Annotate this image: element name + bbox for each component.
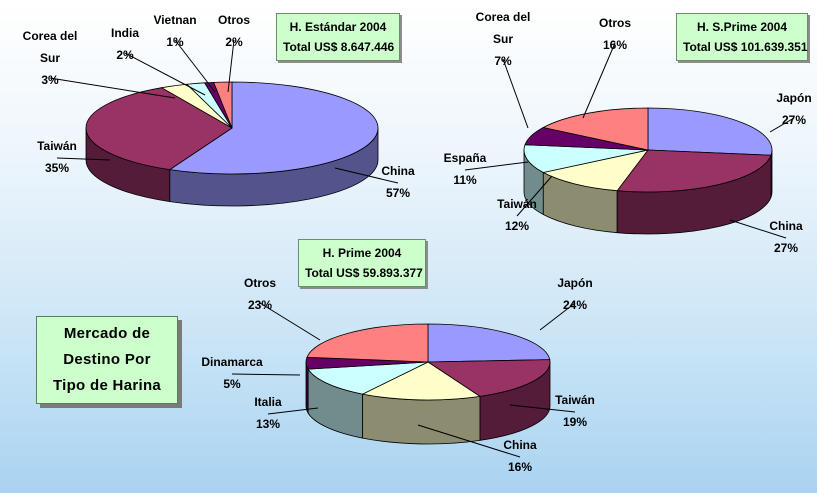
title-line-3: Tipo de Harina	[52, 377, 162, 394]
pie-2-leader-3	[516, 175, 553, 217]
pie-1-leader-6	[227, 39, 235, 93]
pie-3-side-3	[362, 393, 481, 445]
pie-2-slice-4	[523, 144, 649, 173]
pie-3-slice-3	[361, 361, 482, 401]
pie-3-box-title: H. Prime 2004	[322, 246, 402, 260]
pie-1-leader-4	[124, 52, 206, 96]
title-line-1: Mercado de	[63, 325, 151, 342]
pie-1-slice-2	[85, 87, 233, 171]
pie-3-slice-4	[307, 361, 429, 395]
pie-1-slice-1	[168, 81, 379, 175]
pie-2-leader-2	[729, 219, 787, 239]
pie-2-leader-1	[769, 117, 795, 133]
pie-1-box-total: Total US$ 8.647.446	[283, 40, 395, 54]
pie-1-leader-2	[56, 157, 111, 161]
pie-2-slice-2	[616, 149, 772, 193]
pie-1-slice-6	[213, 81, 233, 129]
pie-2-box-title: H. S.Prime 2004	[696, 20, 788, 34]
pie-2-slice-6	[542, 107, 649, 151]
title-line-2: Destino Por	[63, 351, 151, 368]
pie-3-leader-3	[417, 424, 521, 458]
pie-2-slice-3	[542, 149, 649, 192]
pie-3-slice-6	[306, 323, 429, 363]
pie-3-box-total: Total US$ 59.893.377	[305, 266, 423, 280]
pie-3-leader-2	[509, 404, 576, 413]
pie-3-leader-4	[267, 407, 319, 415]
pie-1-leader-3	[49, 77, 176, 99]
pie-3-total-box: H. Prime 2004 Total US$ 59.893.377	[298, 239, 426, 287]
pie-1-leader-1	[334, 167, 399, 184]
pie-3-leader-6	[259, 302, 321, 341]
pie-3-slice-1	[427, 323, 551, 363]
pie-1-total-box: H. Estándar 2004 Total US$ 8.647.446	[276, 13, 400, 61]
pie-2-leader-4	[464, 161, 529, 171]
pie-3-leader-5	[231, 373, 301, 376]
pie-1-box-title: H. Estándar 2004	[289, 20, 387, 34]
pie-1-leader-5	[174, 39, 216, 93]
chart-title-box: Mercado de Destino Por Tipo de Harina	[36, 316, 178, 404]
pie-2-box-total: Total US$ 101.639.351	[683, 40, 808, 54]
pie-3-leader-1	[539, 302, 576, 331]
pie-2-leader-5	[502, 58, 529, 129]
pie-2-leader-6	[582, 42, 616, 119]
pie-3-slice-2	[426, 359, 551, 397]
pie-2-slice-1	[647, 107, 773, 156]
pie-2-total-box: H. S.Prime 2004 Total US$ 101.639.351	[676, 13, 808, 61]
